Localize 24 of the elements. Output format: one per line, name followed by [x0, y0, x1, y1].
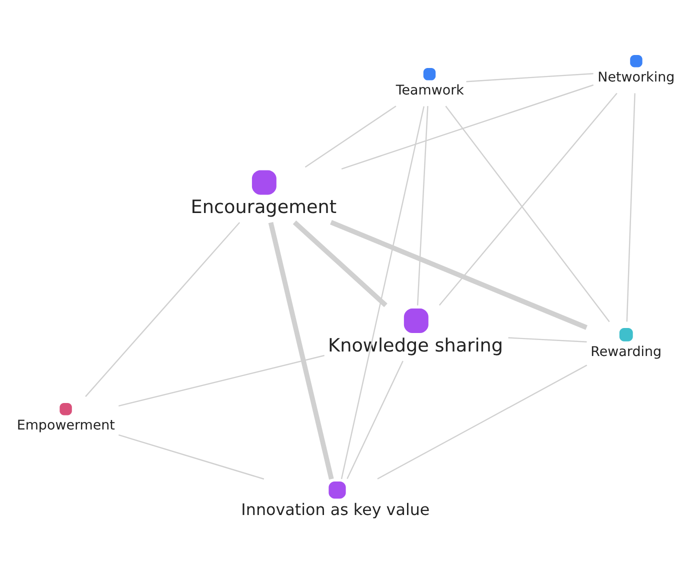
connector — [626, 93, 636, 322]
node-label: Empowerment — [16, 418, 115, 434]
connector — [304, 106, 396, 168]
connector — [346, 360, 404, 480]
connector — [438, 92, 618, 306]
node-label: Innovation as key value — [241, 500, 430, 520]
node-label: Networking — [598, 70, 675, 86]
connector — [466, 72, 594, 82]
connector — [330, 220, 588, 330]
connector — [118, 354, 324, 407]
connector — [85, 222, 240, 397]
connector — [341, 84, 594, 170]
node-label: Rewarding — [590, 344, 662, 360]
connector — [508, 337, 587, 342]
connector — [268, 222, 334, 480]
node-label: Encouragement — [190, 197, 337, 218]
connector — [416, 106, 428, 306]
node-label: Teamwork — [396, 84, 464, 99]
connector — [118, 434, 264, 480]
node-label: Knowledge sharing — [328, 335, 504, 356]
connector — [377, 364, 588, 480]
connector — [292, 220, 388, 308]
connector — [445, 106, 610, 322]
connector — [340, 106, 425, 480]
